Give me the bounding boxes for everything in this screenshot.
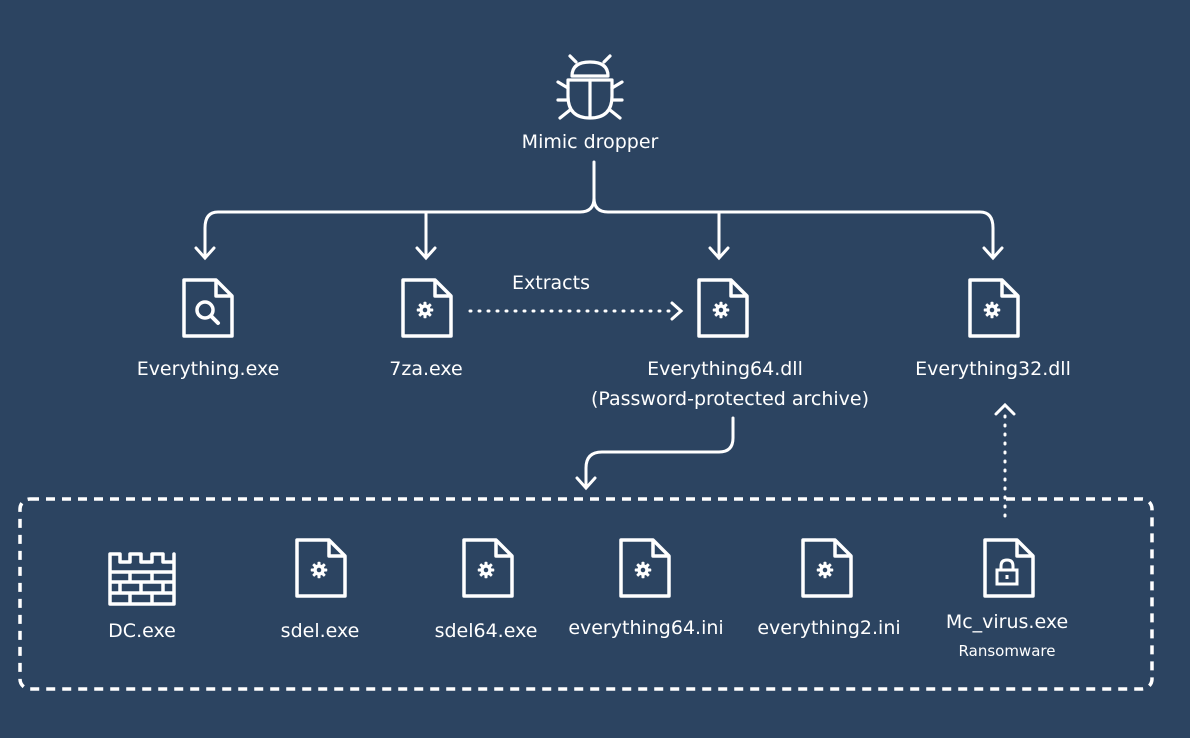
file-label-mc-virus-exe: Mc_virus.exe xyxy=(945,611,1069,633)
archive-container xyxy=(18,497,1154,691)
file-label-everything64-dll: Everything64.dll xyxy=(647,358,803,380)
gear-file-icon-everything2-ini xyxy=(801,538,853,598)
file-label-everything2-ini: everything2.ini xyxy=(757,617,901,639)
connector-everything-exe xyxy=(203,160,596,258)
gear-file-icon-everything64-ini xyxy=(619,538,671,598)
file-label-everything64-ini: everything64.ini xyxy=(568,617,724,639)
search-file-icon xyxy=(182,278,234,338)
mc-virus-to-everything32-arrow xyxy=(994,402,1016,518)
file-label-everything-exe: Everything.exe xyxy=(136,358,280,380)
extracts-label: Extracts xyxy=(512,272,590,294)
gear-file-icon-everything64-dll xyxy=(697,278,749,338)
gear-file-icon-sdel-exe xyxy=(295,538,347,598)
arrowhead-2 xyxy=(415,246,437,261)
extracts-arrow xyxy=(468,301,684,321)
file-label-everything32-dll: Everything32.dll xyxy=(915,358,1071,380)
file-note-ransomware: Ransomware xyxy=(958,642,1056,660)
file-label-dc-exe: DC.exe xyxy=(108,620,176,642)
lock-file-icon xyxy=(983,538,1035,598)
archive-arrow xyxy=(575,416,735,491)
bug-icon xyxy=(556,54,624,120)
file-label-7za-exe: 7za.exe xyxy=(389,358,463,380)
root-label: Mimic dropper xyxy=(521,131,659,153)
branch-connectors xyxy=(194,160,1004,261)
file-label-sdel-exe: sdel.exe xyxy=(280,620,360,642)
arrowhead-4 xyxy=(982,246,1004,261)
gear-file-icon-7za xyxy=(401,278,453,338)
arrowhead-1 xyxy=(194,246,216,261)
connector-everything32-dll xyxy=(592,196,995,258)
arrowhead-3 xyxy=(708,246,730,261)
gear-file-icon-everything32-dll xyxy=(968,278,1020,338)
file-note-password-protected: (Password-protected archive) xyxy=(590,388,870,410)
gear-file-icon-sdel64-exe xyxy=(462,538,514,598)
firewall-icon xyxy=(108,552,176,606)
file-label-sdel64-exe: sdel64.exe xyxy=(434,620,538,642)
